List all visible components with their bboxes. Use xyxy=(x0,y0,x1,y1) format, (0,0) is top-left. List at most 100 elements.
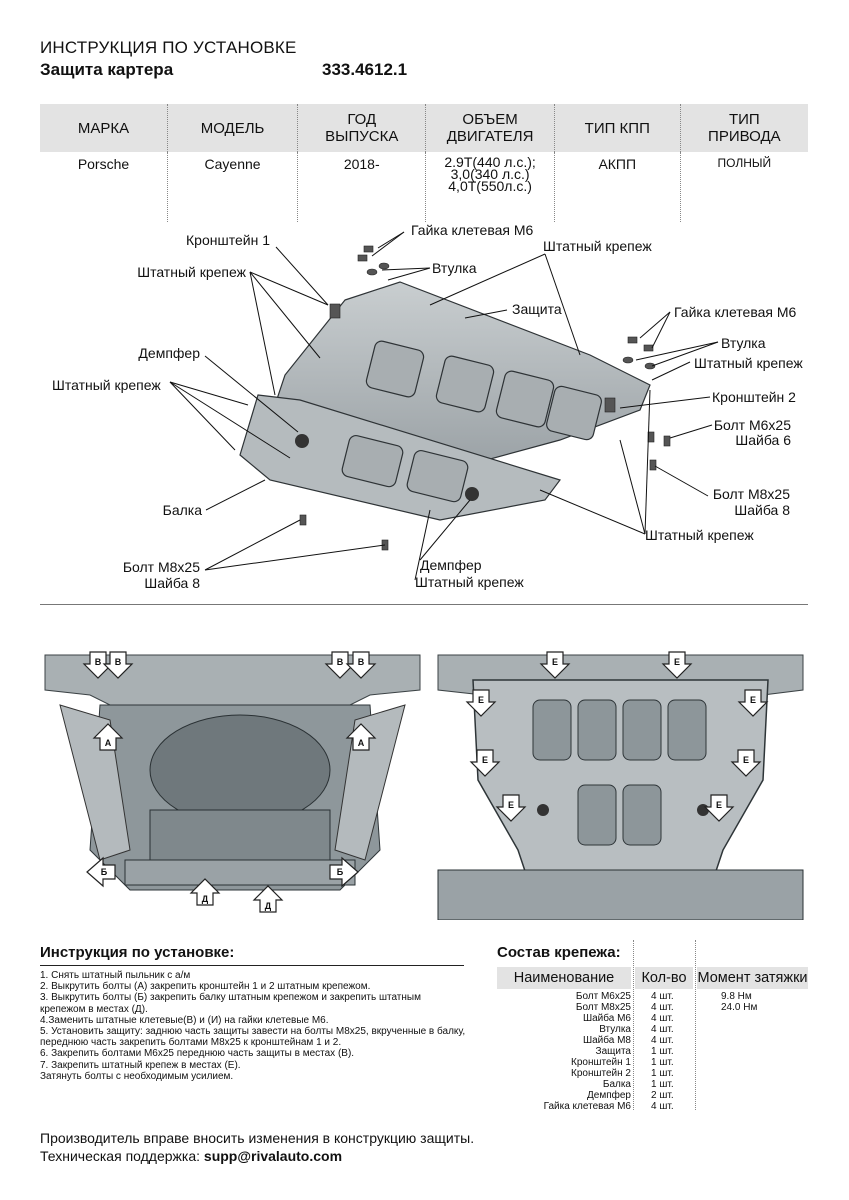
fastener-name: Гайка клетевая М6 xyxy=(543,1101,631,1112)
fastener-name: Защита xyxy=(595,1046,631,1057)
label-damper-left: Демпфер xyxy=(138,345,200,361)
label-bushing-top: Втулка xyxy=(432,260,477,276)
cell-drive: ПОЛНЫЙ xyxy=(679,152,808,222)
instruction-step: переднюю часть закрепить болтами М8х25 к… xyxy=(40,1037,342,1049)
label-std-fastener-right2: Штатный крепеж xyxy=(645,527,754,543)
label-std-fastener-top: Штатный крепеж xyxy=(543,238,652,254)
label-guard: Защита xyxy=(512,301,562,317)
cell-year: 2018- xyxy=(297,152,426,222)
marker-label: А xyxy=(105,738,112,748)
label-bracket2: Кронштейн 2 xyxy=(712,389,796,405)
marker-label: Б xyxy=(337,867,344,877)
instruction-step: 3. Выкрутить болты (Б) закрепить балку ш… xyxy=(40,992,421,1004)
header-model: МОДЕЛЬ xyxy=(166,104,298,152)
marker-label: Е xyxy=(508,800,514,810)
fastener-name: Кронштейн 2 xyxy=(571,1068,631,1079)
fastener-qty: 1 шт. xyxy=(651,1046,674,1057)
exploded-diagram xyxy=(169,231,719,581)
label-bolt-m8x25-right: Болт М8х25 xyxy=(712,486,790,502)
fasteners-title: Состав крепежа: xyxy=(497,944,621,961)
label-washer8-left: Шайба 8 xyxy=(144,575,200,591)
header-brand: МАРКА xyxy=(40,104,168,152)
label-cage-nut-right: Гайка клетевая М6 xyxy=(674,304,797,320)
fastener-qty: 1 шт. xyxy=(651,1079,674,1090)
page-title: ИНСТРУКЦИЯ ПО УСТАНОВКЕ xyxy=(40,38,297,57)
divider xyxy=(40,604,808,605)
fastener-qty: 4 шт. xyxy=(651,1013,674,1024)
marker-label: В xyxy=(358,657,365,667)
instructions-title: Инструкция по установке: xyxy=(40,944,235,961)
label-washer8-right: Шайба 8 xyxy=(734,502,790,518)
marker-arrows xyxy=(82,651,377,913)
marker-label: Д xyxy=(202,894,209,904)
footer-disclaimer: Производитель вправе вносить изменения в… xyxy=(40,1130,475,1146)
label-bolt-m6x25: Болт М6х25 xyxy=(713,417,791,433)
fastener-name: Демпфер xyxy=(587,1090,631,1101)
label-std-fastener-left1: Штатный крепеж xyxy=(137,264,246,280)
fastener-name: Балка xyxy=(602,1079,631,1090)
label-cage-nut-top: Гайка клетевая М6 xyxy=(411,222,534,238)
fastener-qty: 4 шт. xyxy=(651,991,674,1002)
marker-arrows xyxy=(465,651,769,822)
cell-gearbox: АКПП xyxy=(553,152,681,222)
fastener-qty: 2 шт. xyxy=(651,1090,674,1101)
part-number: 333.4612.1 xyxy=(322,60,408,79)
label-std-fastener-left2: Штатный крепеж xyxy=(52,377,161,393)
marker-label: Е xyxy=(750,695,756,705)
label-bushing-right: Втулка xyxy=(721,335,766,351)
marker-label: Е xyxy=(716,800,722,810)
marker-label: В xyxy=(115,657,122,667)
instruction-step: крепежом в местах (Д). xyxy=(40,1003,148,1015)
marker-label: В xyxy=(95,657,102,667)
install-photo-right: Е Е Е Е Е Е Е Е xyxy=(433,650,808,920)
label-bolt-m8x25-left: Болт М8х25 xyxy=(122,559,200,575)
instruction-step: 6. Закрепить болтами М6х25 переднюю част… xyxy=(40,1048,355,1060)
fastener-name: Шайба М6 xyxy=(582,1013,631,1024)
instruction-step: Затянуть болты с необходимым усилием. xyxy=(40,1070,234,1082)
divider xyxy=(633,940,635,1110)
instructions-list: 1. Снять штатный пыльник с а/м 2. Выкрут… xyxy=(40,970,470,1082)
fastener-name: Болт М6х25 xyxy=(575,991,631,1002)
fastener-qty: 4 шт. xyxy=(651,1002,674,1013)
fastener-name: Болт М8х25 xyxy=(575,1002,631,1013)
divider xyxy=(695,940,697,1110)
install-photo-left: В В В В А А Б Б Д Д xyxy=(40,650,425,920)
marker-label: Б xyxy=(101,867,108,877)
damper-icon xyxy=(465,487,479,501)
instruction-step: 2. Выкрутить болты (А) закрепить кронште… xyxy=(40,981,371,993)
guard-plate xyxy=(239,281,651,521)
marker-label: Е xyxy=(674,657,680,667)
footer-support: Техническая поддержка: supp@rivalauto.co… xyxy=(40,1148,343,1164)
cell-engine: 2.9Т(440 л.с.); 3,0(340 л.с.)4,0Т(550л.с… xyxy=(425,152,555,222)
fastener-qty: 1 шт. xyxy=(651,1068,674,1079)
instruction-step: 7. Закрепить штатный крепеж в местах (Е)… xyxy=(40,1059,241,1071)
instruction-step: 1. Снять штатный пыльник с а/м xyxy=(40,970,191,981)
cell-brand: Porsche xyxy=(77,156,130,172)
label-damper-bottom: Демпфер xyxy=(420,557,482,573)
label-std-fastener-bottom: Штатный крепеж xyxy=(415,574,524,590)
product-name: Защита картера xyxy=(40,60,174,79)
fastener-torque: 24.0 Нм xyxy=(721,1002,758,1013)
divider xyxy=(40,965,464,966)
leader-lines xyxy=(169,231,719,581)
marker-label: Е xyxy=(552,657,558,667)
support-email[interactable]: supp@rivalauto.com xyxy=(203,1148,343,1164)
marker-label: Д xyxy=(265,901,272,911)
marker-label: А xyxy=(358,738,365,748)
fastener-qty: 4 шт. xyxy=(651,1035,674,1046)
fastener-name: Втулка xyxy=(599,1024,631,1035)
instruction-step: 4.Заменить штатные клетевые(В) и (И) на … xyxy=(40,1014,329,1026)
label-std-fastener-right1: Штатный крепеж xyxy=(694,355,803,371)
marker-label: В xyxy=(337,657,344,667)
marker-label: Е xyxy=(482,755,488,765)
fastener-qty: 4 шт. xyxy=(651,1024,674,1035)
label-washer6: Шайба 6 xyxy=(735,432,791,448)
fastener-icons xyxy=(299,245,671,551)
label-beam: Балка xyxy=(162,502,202,518)
header-gearbox: ТИП КПП xyxy=(553,104,681,152)
fastener-torque: 9.8 Нм xyxy=(721,991,752,1002)
